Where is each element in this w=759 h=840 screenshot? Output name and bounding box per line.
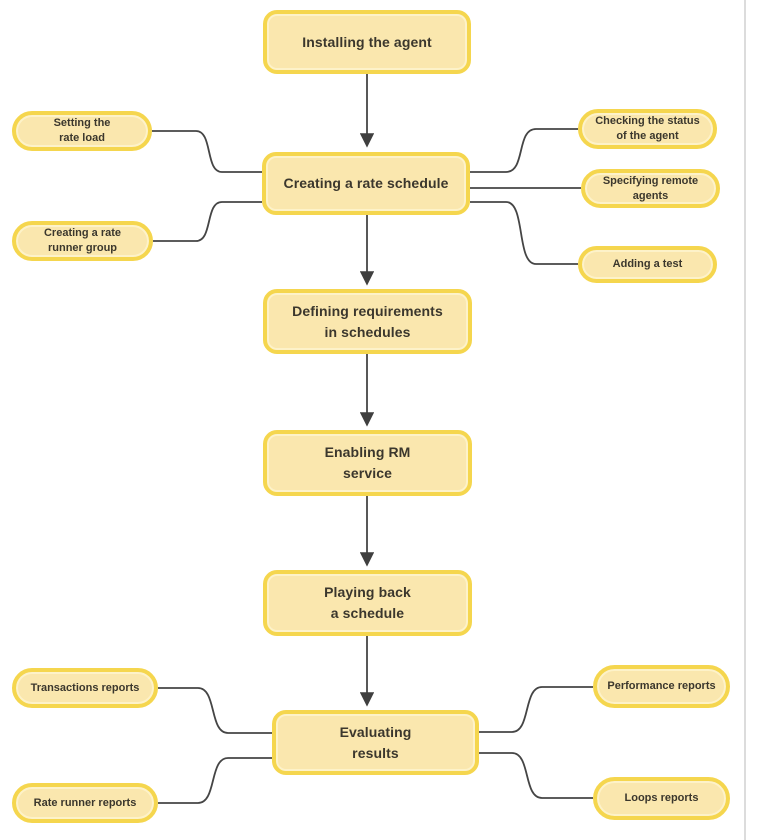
node-label: Enabling RM service [324,444,411,481]
node-specifying-remote-agents: Specifying remote agents [581,169,720,208]
node-label: Creating a rate schedule [283,175,449,191]
connector-rate-runner-group [153,201,262,242]
node-enabling-rm-service: Enabling RM service [263,430,472,496]
connector-loops-reports [479,752,593,799]
node-defining-requirements-in-schedules: Defining requirements in schedules [263,289,472,354]
connector-transactions-reports [158,687,272,734]
node-creating-a-rate-schedule: Creating a rate schedule [262,152,470,215]
connector-rate-runner-reports [158,757,272,804]
node-label: Specifying remote agents [602,174,699,202]
node-creating-a-rate-runner-group: Creating a rate runner group [12,221,153,261]
node-adding-a-test: Adding a test [578,246,717,283]
node-performance-reports: Performance reports [593,665,730,708]
node-checking-the-status-of-the-agent: Checking the status of the agent [578,109,717,149]
node-label: Loops reports [624,792,699,805]
connector-performance-reports [479,686,593,733]
node-setting-the-rate-load: Setting the rate load [12,111,152,151]
connector-checking-status [470,128,578,173]
node-installing-the-agent: Installing the agent [263,10,471,74]
node-loops-reports: Loops reports [593,777,730,820]
node-label: Rate runner reports [33,796,137,809]
node-label: Playing back a schedule [324,584,411,621]
node-label: Checking the status of the agent [595,115,700,142]
node-label: Evaluating results [339,723,412,761]
node-label: Performance reports [607,680,716,693]
node-rate-runner-reports: Rate runner reports [12,783,158,823]
node-evaluating-results: Evaluating results [272,710,479,775]
node-playing-back-a-schedule: Playing back a schedule [263,570,472,636]
node-label: Transactions reports [30,681,140,694]
node-label: Installing the agent [302,33,432,50]
node-label: Creating a rate runner group [43,227,122,254]
node-transactions-reports: Transactions reports [12,668,158,708]
connector-adding-a-test [470,201,578,265]
connector-setting-rate-load [152,130,262,173]
node-label: Adding a test [612,258,683,271]
page-edge-divider [744,0,746,840]
node-label: Defining requirements in schedules [292,302,443,340]
node-label: Setting the rate load [53,117,111,144]
